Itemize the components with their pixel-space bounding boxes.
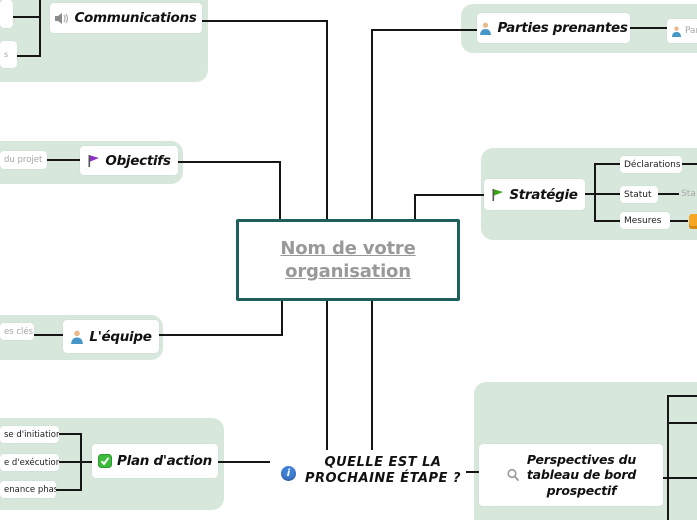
connector bbox=[281, 298, 283, 335]
connector bbox=[218, 461, 270, 463]
connector bbox=[654, 193, 679, 195]
topic-label-line2: tableau de bord bbox=[526, 467, 637, 483]
person-icon bbox=[479, 22, 492, 35]
connector bbox=[585, 193, 596, 195]
topic-strategie[interactable]: Stratégie bbox=[484, 179, 585, 210]
connector bbox=[81, 461, 92, 463]
connector bbox=[371, 30, 373, 221]
connector bbox=[202, 20, 328, 22]
topic-next-step[interactable]: QUELLE EST LA PROCHAINE ÉTAPE ? bbox=[297, 451, 469, 491]
connector bbox=[39, 0, 41, 57]
connector bbox=[414, 194, 484, 196]
topic-statut-placeholder[interactable]: Sta bbox=[681, 189, 696, 199]
topic-equipe[interactable]: L'équipe bbox=[63, 320, 159, 353]
topic-plan-child-2[interactable]: e d'exécution bbox=[0, 454, 59, 471]
connector bbox=[55, 433, 80, 435]
connector bbox=[279, 163, 281, 221]
connector bbox=[326, 21, 328, 221]
topic-label-line2: PROCHAINE ÉTAPE ? bbox=[305, 471, 461, 486]
topic-label-line1: QUELLE EST LA bbox=[324, 454, 442, 470]
connector bbox=[80, 433, 82, 491]
connector bbox=[13, 16, 41, 18]
connector bbox=[594, 163, 621, 165]
flag-icon bbox=[87, 154, 100, 167]
connector bbox=[667, 422, 697, 424]
connector bbox=[43, 159, 80, 161]
topic-label: Déclarations bbox=[624, 159, 681, 170]
connector bbox=[630, 27, 668, 29]
person-icon bbox=[70, 330, 84, 344]
topic-perspectives[interactable]: Perspectives du tableau de bord prospect… bbox=[479, 444, 663, 506]
topic-label: es clés bbox=[4, 326, 34, 337]
connector bbox=[666, 220, 688, 222]
topic-objectifs-placeholder[interactable]: du projet bbox=[0, 151, 47, 169]
central-topic-label-line1: Nom de votre bbox=[280, 237, 416, 259]
topic-declarations[interactable]: Déclarations bbox=[620, 156, 682, 173]
topic-mesures[interactable]: Mesures bbox=[620, 212, 670, 229]
connector bbox=[371, 29, 478, 31]
connector bbox=[594, 163, 596, 222]
connector bbox=[414, 195, 416, 221]
topic-label-line3: prospectif bbox=[546, 482, 617, 498]
connector bbox=[678, 163, 697, 165]
topic-plan-child-3[interactable]: enance phase bbox=[0, 481, 56, 498]
connector bbox=[159, 334, 283, 336]
topic-communications[interactable]: Communications bbox=[50, 3, 202, 33]
central-topic-label-line2: organisation bbox=[285, 261, 411, 282]
connector bbox=[659, 477, 697, 479]
speaker-icon bbox=[55, 12, 69, 25]
magnifier-icon bbox=[506, 468, 520, 482]
topic-communications-child-1[interactable] bbox=[0, 0, 13, 28]
topic-parties-child[interactable]: Par bbox=[667, 19, 697, 43]
connector bbox=[13, 55, 41, 57]
flag-icon bbox=[491, 188, 504, 201]
topic-parties-prenantes[interactable]: Parties prenantes bbox=[477, 13, 630, 43]
topic-label: Statut bbox=[624, 189, 652, 200]
topic-equipe-placeholder[interactable]: es clés bbox=[0, 323, 34, 340]
connector bbox=[594, 193, 621, 195]
topic-label: enance phase bbox=[4, 484, 56, 495]
topic-label: Communications bbox=[74, 10, 197, 26]
topic-label: e d'exécution bbox=[4, 457, 59, 468]
topic-label: Plan d'action bbox=[117, 453, 212, 469]
topic-label: du projet bbox=[4, 155, 43, 165]
topic-label: Mesures bbox=[624, 215, 662, 226]
connector bbox=[667, 395, 697, 397]
connector bbox=[50, 489, 80, 491]
connector bbox=[594, 220, 621, 222]
topic-statut[interactable]: Statut bbox=[620, 186, 658, 203]
connector bbox=[30, 334, 63, 336]
topic-label: Objectifs bbox=[105, 152, 171, 169]
checkbox-icon bbox=[98, 454, 113, 468]
connector bbox=[326, 298, 328, 450]
topic-label: Stratégie bbox=[509, 186, 578, 203]
topic-label: L'équipe bbox=[89, 328, 152, 345]
topic-communications-child-2[interactable]: s bbox=[0, 41, 17, 68]
topic-label: s bbox=[4, 50, 9, 59]
topic-label-line1: Perspectives du bbox=[526, 451, 637, 467]
topic-plan-child-1[interactable]: se d'initiation bbox=[0, 426, 59, 443]
connector bbox=[466, 471, 479, 473]
topic-objectifs[interactable]: Objectifs bbox=[80, 146, 178, 175]
topic-plan-action[interactable]: Plan d'action bbox=[92, 444, 218, 478]
mesures-child-icon[interactable] bbox=[689, 214, 697, 229]
topic-label: Parties prenantes bbox=[497, 20, 628, 36]
central-topic[interactable]: Nom de votre organisation bbox=[236, 219, 460, 301]
connector bbox=[55, 461, 80, 463]
connector bbox=[667, 395, 669, 520]
connector bbox=[371, 298, 373, 450]
topic-label: se d'initiation bbox=[4, 429, 59, 440]
person-icon bbox=[671, 26, 682, 37]
topic-label: Par bbox=[685, 26, 697, 36]
info-icon: i bbox=[281, 466, 296, 481]
connector bbox=[177, 161, 281, 163]
